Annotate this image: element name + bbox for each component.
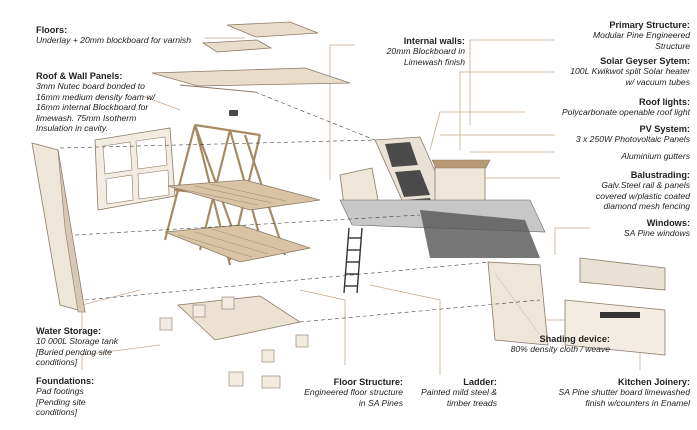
ladder [343, 227, 363, 294]
kitchen-desc-1: finish w/counters in Enamel [585, 397, 690, 408]
right-roof-module [339, 136, 546, 258]
label-solar-geyser: Solar Geyser Sytem: 100L Kwikwot split S… [500, 56, 690, 87]
foundation [159, 295, 309, 389]
ladder-title: Ladder: [463, 377, 497, 387]
roof-lights-desc-0: Polycarbonate openable roof light [561, 107, 690, 118]
kitchen-title: Kitchen Joinery: [618, 377, 690, 387]
roof-wall-desc-1: 16mm medium density foam w/ [36, 91, 155, 102]
floor-decks [164, 179, 321, 263]
label-pv-system: PV System: 3 x 250W Photovoltaic Panels [500, 124, 690, 145]
left-wall-panel [31, 142, 86, 313]
foundations-desc-1: [Pending site [36, 396, 86, 407]
primary-title: Primary Structure: [609, 20, 690, 30]
label-water-storage: Water Storage: 10 000L Storage tank [Bur… [36, 326, 176, 368]
floor-structure-desc-0: Engineered floor structure [304, 387, 403, 398]
label-gutters: Aluminium gutters [500, 151, 690, 161]
balustrading-title: Balustrading: [630, 170, 690, 180]
pv-title: PV System: [639, 124, 690, 134]
foundations-desc-0: Pad footings [36, 386, 84, 397]
label-balustrading: Balustrading: Galv.Steel rail & panels c… [500, 170, 690, 212]
windows-desc-0: SA Pine windows [623, 228, 690, 239]
label-kitchen-joinery: Kitchen Joinery: SA Pine shutter board l… [510, 377, 690, 408]
foundations-desc-2: conditions] [36, 407, 78, 418]
window-panel-left [94, 127, 176, 211]
solar-title: Solar Geyser Sytem: [600, 56, 690, 66]
shading-desc-0: 80% density cloth / weave [510, 344, 610, 355]
shading-title: Shading device: [539, 334, 610, 344]
internal-walls-desc-1: Limewash finish [403, 56, 465, 67]
floor-structure-title: Floor Structure: [333, 377, 403, 387]
roof-wall-desc-4: Insulation in cavity. [36, 123, 108, 134]
water-desc-2: conditions] [36, 357, 78, 368]
solar-desc-1: w/ vacuum tubes [625, 76, 690, 87]
balustrading-desc-2: diamond mesh fencing [603, 201, 690, 212]
solar-desc-0: 100L Kwikwot split Solar heater [570, 66, 690, 77]
internal-walls-desc-0: 20mm Blockboard in [386, 46, 465, 57]
alignment-lines [59, 91, 541, 323]
label-floor-structure: Floor Structure: Engineered floor struct… [285, 377, 403, 408]
water-desc-1: [Buried pending site [36, 346, 112, 357]
balustrading-desc-1: covered w/plastic coated [595, 190, 690, 201]
water-desc-0: 10 000L Storage tank [36, 336, 119, 347]
primary-desc-0: Modular Pine Engineered [593, 30, 690, 41]
primary-desc-1: Structure [655, 40, 690, 51]
floor-structure-desc-1: in SA Pines [358, 397, 403, 408]
label-floors: Floors: Underlay + 20mm blockboard for v… [36, 25, 236, 46]
windows-title: Windows: [646, 218, 690, 228]
label-internal-walls: Internal walls: 20mm Blockboard in Limew… [365, 36, 465, 67]
label-windows: Windows: SA Pine windows [560, 218, 690, 239]
kitchen-desc-0: SA Pine shutter board limewashed [558, 387, 690, 398]
roof-wall-desc-2: 16mm internal Blockboard for [36, 102, 149, 113]
gutters-desc-0: Aluminium gutters [621, 151, 690, 161]
ladder-desc-0: Painted mild steel & [421, 387, 497, 398]
floor-sheets [151, 21, 351, 87]
label-ladder: Ladder: Painted mild steel & timber trea… [405, 377, 497, 408]
floors-desc: Underlay + 20mm blockboard for varnish [36, 35, 191, 46]
label-shading-device: Shading device: 80% density cloth / weav… [470, 334, 610, 355]
roof-wall-title: Roof & Wall Panels: [36, 71, 123, 81]
kitchen-joinery [564, 257, 666, 356]
water-title: Water Storage: [36, 326, 102, 336]
ridge-line [179, 84, 256, 116]
ladder-desc-1: timber treads [446, 397, 497, 408]
roof-lights-title: Roof lights: [638, 97, 690, 107]
label-primary-structure: Primary Structure: Modular Pine Engineer… [500, 20, 690, 51]
floors-title: Floors: [36, 25, 68, 35]
label-roof-wall-panels: Roof & Wall Panels: 3mm Nutec board bond… [36, 71, 196, 133]
label-roof-lights: Roof lights: Polycarbonate openable roof… [500, 97, 690, 118]
balustrading-desc-0: Galv.Steel rail & panels [601, 180, 690, 191]
label-foundations: Foundations: Pad footings [Pending site … [36, 376, 176, 418]
roof-wall-desc-0: 3mm Nutec board bonded to [36, 81, 145, 92]
pv-desc-0: 3 x 250W Photovoltaic Panels [575, 134, 690, 145]
shading-panel [487, 261, 549, 346]
roof-wall-desc-3: limewash. 75mm Isotherm [36, 112, 137, 123]
internal-walls-title: Internal walls: [403, 36, 465, 46]
foundations-title: Foundations: [36, 376, 95, 386]
